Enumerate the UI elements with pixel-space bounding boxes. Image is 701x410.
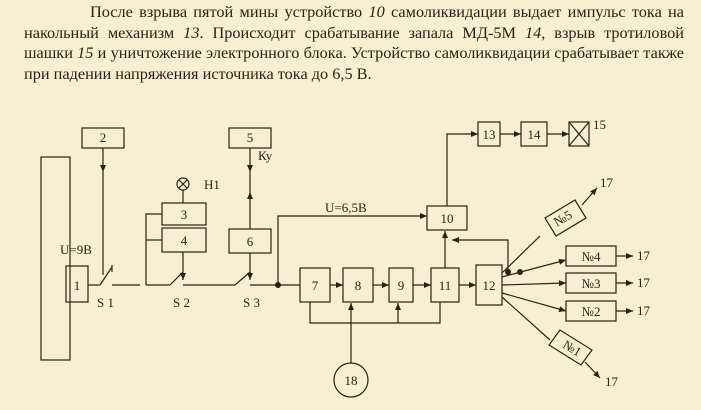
text-part-3: . Происходит срабатывание запала МД-5М — [199, 22, 525, 42]
label-block-5: 5 — [247, 130, 254, 145]
mine-5 — [544, 199, 587, 237]
label-mine-3: №3 — [582, 276, 601, 291]
label-block-3: 3 — [181, 207, 188, 222]
text-part-5: и уничтожение электронного блока. Устрой… — [24, 43, 684, 83]
body-paragraph: После взрыва пятой мины устройство 10 са… — [24, 2, 684, 84]
label-block-7: 7 — [312, 278, 319, 293]
switch-s3 — [234, 271, 251, 286]
label-h1: Н1 — [204, 177, 220, 192]
label-u9: U=9В — [60, 242, 92, 257]
label-block-13: 13 — [483, 127, 496, 142]
label-u65: U=6,5В — [325, 200, 367, 215]
label-block-1: 1 — [74, 278, 81, 293]
label-s3: S 3 — [243, 295, 260, 310]
text-part-2: самоликвидации выдает импульс тока на на… — [24, 2, 684, 42]
label-block-14: 14 — [528, 127, 542, 142]
mine-1 — [548, 329, 593, 366]
label-mine-4: №4 — [582, 249, 601, 264]
switch-s1 — [99, 266, 113, 286]
label-target-1: 17 — [600, 175, 614, 190]
label-block-8: 8 — [355, 278, 362, 293]
label-target-3: 17 — [637, 275, 651, 290]
ref-15: 15 — [77, 43, 94, 62]
label-mine-1: №1 — [560, 337, 584, 359]
label-target-2: 17 — [637, 248, 651, 263]
label-block-2: 2 — [100, 130, 107, 145]
label-block-10: 10 — [441, 211, 454, 226]
label-block-11: 11 — [439, 278, 452, 293]
label-s2: S 2 — [173, 295, 190, 310]
text-part-1: После взрыва пятой мины устройство — [90, 2, 369, 21]
label-block-18: 18 — [345, 373, 358, 388]
switch-s2 — [169, 271, 184, 286]
block-15-charge — [568, 121, 590, 147]
label-s1: S 1 — [97, 295, 114, 310]
label-block-9: 9 — [398, 278, 405, 293]
label-target-4: 17 — [637, 303, 651, 318]
label-ky: Ку — [258, 148, 273, 163]
label-mine-5: №5 — [551, 207, 575, 229]
power-supply-bar — [40, 156, 71, 361]
text-part-4: , взрыв тротиловой шашки — [24, 22, 684, 63]
label-block-4: 4 — [181, 233, 188, 248]
ref-14: 14 — [524, 22, 542, 42]
ref-13: 13 — [183, 22, 200, 42]
label-mine-2: №2 — [582, 304, 601, 319]
label-block-15: 15 — [593, 117, 606, 132]
label-block-6: 6 — [247, 234, 254, 249]
label-block-12: 12 — [483, 278, 496, 293]
label-target-5: 17 — [605, 374, 619, 389]
block-1 — [65, 265, 89, 303]
ref-10: 10 — [368, 2, 385, 21]
